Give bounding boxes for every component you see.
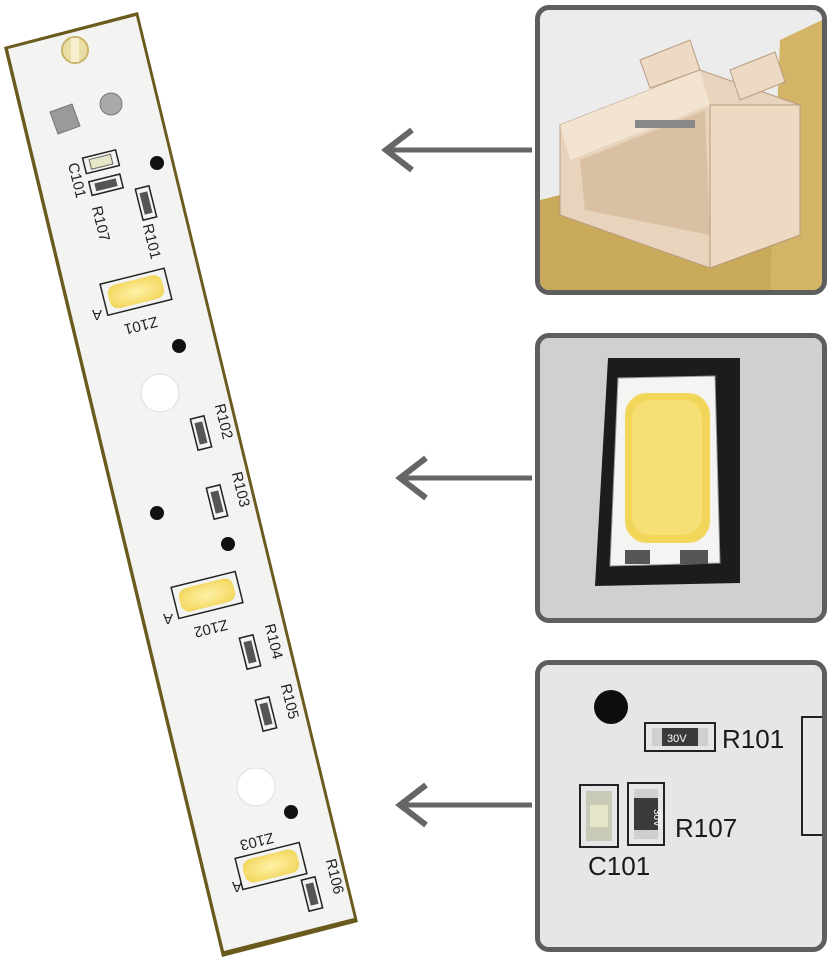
resistor-r103 — [205, 483, 229, 521]
connector-pad — [49, 103, 81, 135]
label-a-z102: A — [163, 610, 173, 627]
via-dot — [594, 690, 628, 724]
resistor-r106 — [300, 875, 324, 913]
zoom-panel-resistors: 30V R101 C101 30V R107 — [535, 660, 827, 952]
label-a-z101: A — [92, 306, 102, 323]
r101-body — [652, 728, 708, 746]
via-dot — [150, 156, 164, 170]
through-hole — [140, 373, 180, 413]
led-closeup — [540, 338, 822, 618]
connector-closeup — [540, 20, 822, 290]
arrow-to-resistors — [395, 782, 532, 828]
r107-outline — [627, 782, 665, 846]
via-dot — [172, 339, 186, 353]
zoom-label-c101: C101 — [588, 851, 650, 881]
through-hole — [236, 767, 276, 807]
zoom-label-r107: R107 — [675, 813, 737, 843]
led-z101 — [99, 267, 173, 317]
r101-code: 30V — [667, 733, 687, 745]
arrow-to-led — [395, 455, 532, 501]
r107-code: 30V — [651, 809, 662, 827]
led-z102 — [170, 570, 244, 620]
resistors-closeup: 30V R101 C101 30V R107 — [540, 665, 822, 947]
r101-outline — [644, 722, 716, 752]
resistor-r102 — [189, 414, 213, 452]
via-dot — [150, 506, 164, 520]
c101-outline — [579, 784, 619, 848]
board-surface — [8, 16, 354, 951]
zoom-panel-connector — [535, 5, 827, 295]
resistor-r104 — [238, 633, 262, 671]
arrow-to-connector — [381, 127, 532, 173]
connector-pad-round — [99, 92, 123, 116]
via-dot — [284, 805, 298, 819]
label-a-z103: A — [232, 878, 242, 895]
capacitor-c101 — [81, 148, 121, 175]
resistor-r101 — [134, 184, 158, 222]
resistor-r107 — [87, 173, 125, 197]
led-z103 — [234, 841, 308, 891]
mounting-slot — [71, 38, 79, 62]
resistor-r105 — [254, 695, 278, 733]
zoom-panel-led — [535, 333, 827, 623]
zoom-label-r101: R101 — [722, 724, 784, 754]
via-dot — [221, 537, 235, 551]
